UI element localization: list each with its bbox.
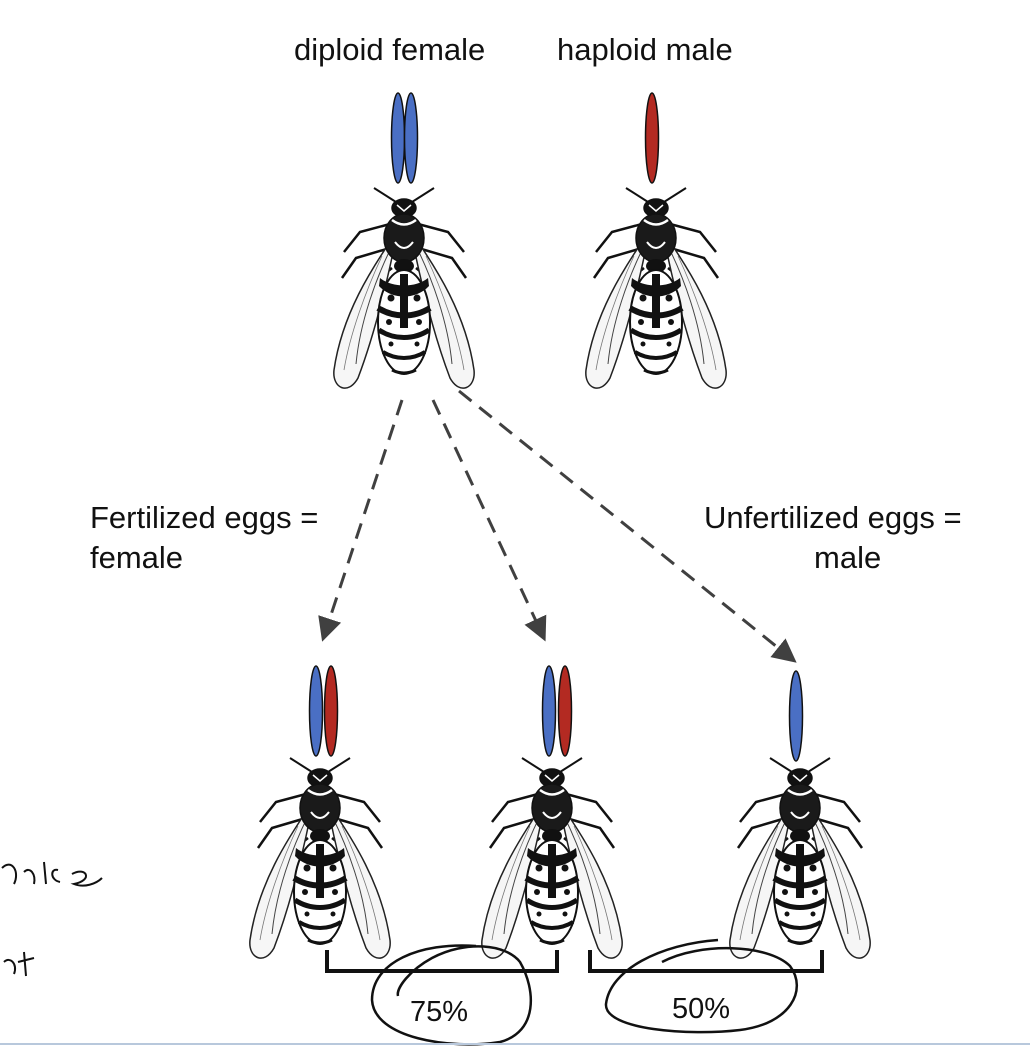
handwritten-scribble-2	[3, 951, 35, 977]
daughter-2-chromosomes	[541, 665, 573, 757]
fertilized-eggs-label: Fertilized eggs =	[90, 500, 319, 535]
handdrawn-circle-50	[604, 938, 799, 1034]
daughter-1-wasp-icon	[250, 758, 390, 958]
sister-bracket	[325, 950, 559, 973]
sibling-relatedness-label: 50%	[672, 993, 731, 1025]
sister-relatedness-label: 75%	[410, 996, 469, 1028]
male-wasp-icon	[586, 188, 726, 388]
female-wasp-icon	[334, 188, 474, 388]
son-chromosome	[788, 670, 804, 762]
son-wasp-icon	[730, 758, 870, 958]
sibling-bracket	[588, 950, 824, 973]
fertilized-female-label: female	[90, 540, 184, 575]
male-chromosome	[644, 92, 660, 184]
daughter-2-wasp-icon	[482, 758, 622, 958]
arrow-to-son	[458, 389, 797, 663]
arrow-to-daughter-2	[431, 399, 547, 642]
haploid-male-label: haploid male	[557, 32, 733, 67]
daughter-1-chromosomes	[308, 665, 339, 757]
handdrawn-circle-75	[370, 944, 532, 1046]
handwritten-scribble-1	[1, 861, 103, 887]
female-chromosome-pair	[390, 92, 419, 184]
diploid-female-label: diploid female	[294, 32, 486, 67]
bottom-divider	[0, 1043, 1030, 1045]
unfertilized-eggs-label: Unfertilized eggs =	[704, 500, 962, 535]
arrow-to-daughter-1	[318, 399, 404, 642]
unfertilized-male-label: male	[814, 540, 882, 575]
